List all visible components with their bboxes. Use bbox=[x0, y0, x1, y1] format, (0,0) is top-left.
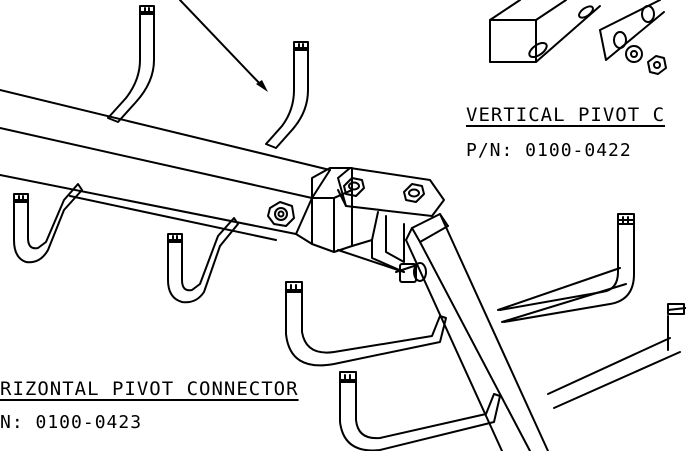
vertical-pivot-exploded bbox=[489, 0, 667, 75]
leader-arrow bbox=[179, 0, 268, 92]
vertical-pivot-part-number: P/N: 0100-0422 bbox=[466, 140, 632, 161]
horizontal-pivot-title: RIZONTAL PIVOT CONNECTOR bbox=[0, 378, 299, 400]
pivot-bracket bbox=[311, 167, 445, 273]
right-crossbars bbox=[497, 267, 681, 409]
tine-rod bbox=[69, 195, 277, 241]
horizontal-pivot-part-number: N: 0100-0423 bbox=[0, 412, 143, 433]
main-arm-tube bbox=[0, 89, 331, 245]
upper-right-tine bbox=[285, 213, 635, 367]
lower-tine-right bbox=[167, 217, 239, 304]
arm-bolt bbox=[267, 201, 295, 227]
pivot-pin bbox=[395, 262, 427, 283]
upper-tine-right bbox=[265, 41, 309, 149]
upper-tine-left bbox=[107, 5, 155, 123]
lower-tine-left bbox=[13, 183, 83, 264]
vertical-pivot-title: VERTICAL PIVOT C bbox=[466, 104, 666, 126]
lower-right-tine bbox=[339, 303, 686, 451]
diagonal-arm bbox=[405, 213, 549, 451]
